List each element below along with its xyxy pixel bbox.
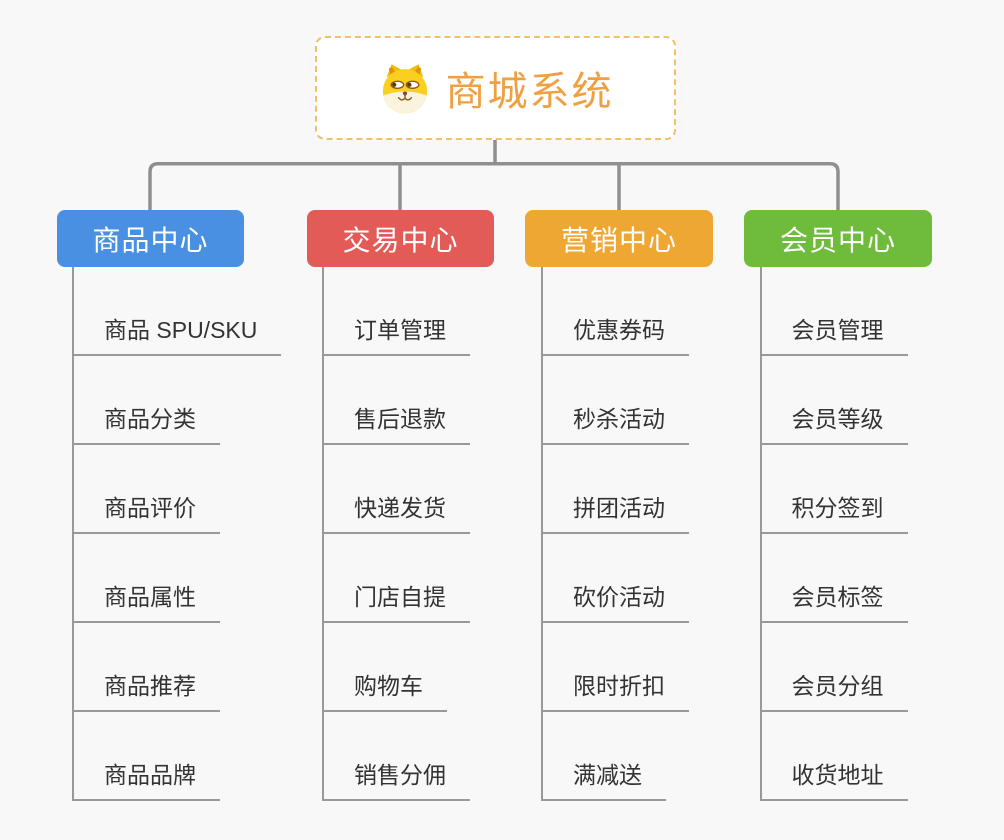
root-title: 商城系统 [445,70,614,114]
leaf-node[interactable]: 销售分佣 [324,712,470,801]
leaf-node[interactable]: 订单管理 [324,267,470,356]
leaf-node[interactable]: 购物车 [324,623,447,712]
leaf-node[interactable]: 秒杀活动 [543,356,689,445]
leaf-node[interactable]: 优惠券码 [543,267,689,356]
leaf-node[interactable]: 商品分类 [74,356,220,445]
branch-label: 会员中心 [779,224,896,256]
branch-trade-center[interactable]: 交易中心 [307,210,494,267]
branch-label: 交易中心 [342,224,459,256]
branch-marketing-children: 优惠券码 秒杀活动 拼团活动 砍价活动 限时折扣 满减送 [541,267,689,801]
leaf-node[interactable]: 砍价活动 [543,534,689,623]
leaf-node[interactable]: 会员标签 [761,534,908,623]
leaf-node[interactable]: 会员管理 [761,267,908,356]
leaf-node[interactable]: 商品属性 [74,534,220,623]
leaf-node[interactable]: 限时折扣 [543,623,689,712]
leaf-node[interactable]: 收货地址 [761,712,908,801]
leaf-node[interactable]: 商品评价 [74,445,220,534]
root-node[interactable]: 商城系统 [315,36,676,140]
branch-product-children: 商品 SPU/SKU 商品分类 商品评价 商品属性 商品推荐 商品品牌 [72,267,282,801]
dog-face-icon [378,62,432,114]
branch-trade-children: 订单管理 售后退款 快递发货 门店自提 购物车 销售分佣 [322,267,470,801]
leaf-node[interactable]: 积分签到 [761,445,908,534]
branch-marketing-center[interactable]: 营销中心 [525,210,713,267]
branch-member-center[interactable]: 会员中心 [744,210,932,267]
leaf-node[interactable]: 快递发货 [324,445,470,534]
branch-member-children: 会员管理 会员等级 积分签到 会员标签 会员分组 收货地址 [759,267,908,801]
leaf-node[interactable]: 会员等级 [761,356,908,445]
leaf-node[interactable]: 满减送 [543,712,666,801]
branch-label: 商品中心 [92,224,209,256]
branch-label: 营销中心 [560,224,677,256]
leaf-node[interactable]: 商品 SPU/SKU [74,267,282,356]
branch-product-center[interactable]: 商品中心 [57,210,244,267]
leaf-node[interactable]: 商品推荐 [74,623,220,712]
leaf-node[interactable]: 门店自提 [324,534,470,623]
leaf-node[interactable]: 售后退款 [324,356,470,445]
leaf-node[interactable]: 商品品牌 [74,712,220,801]
leaf-node[interactable]: 会员分组 [761,623,908,712]
leaf-node[interactable]: 拼团活动 [543,445,689,534]
